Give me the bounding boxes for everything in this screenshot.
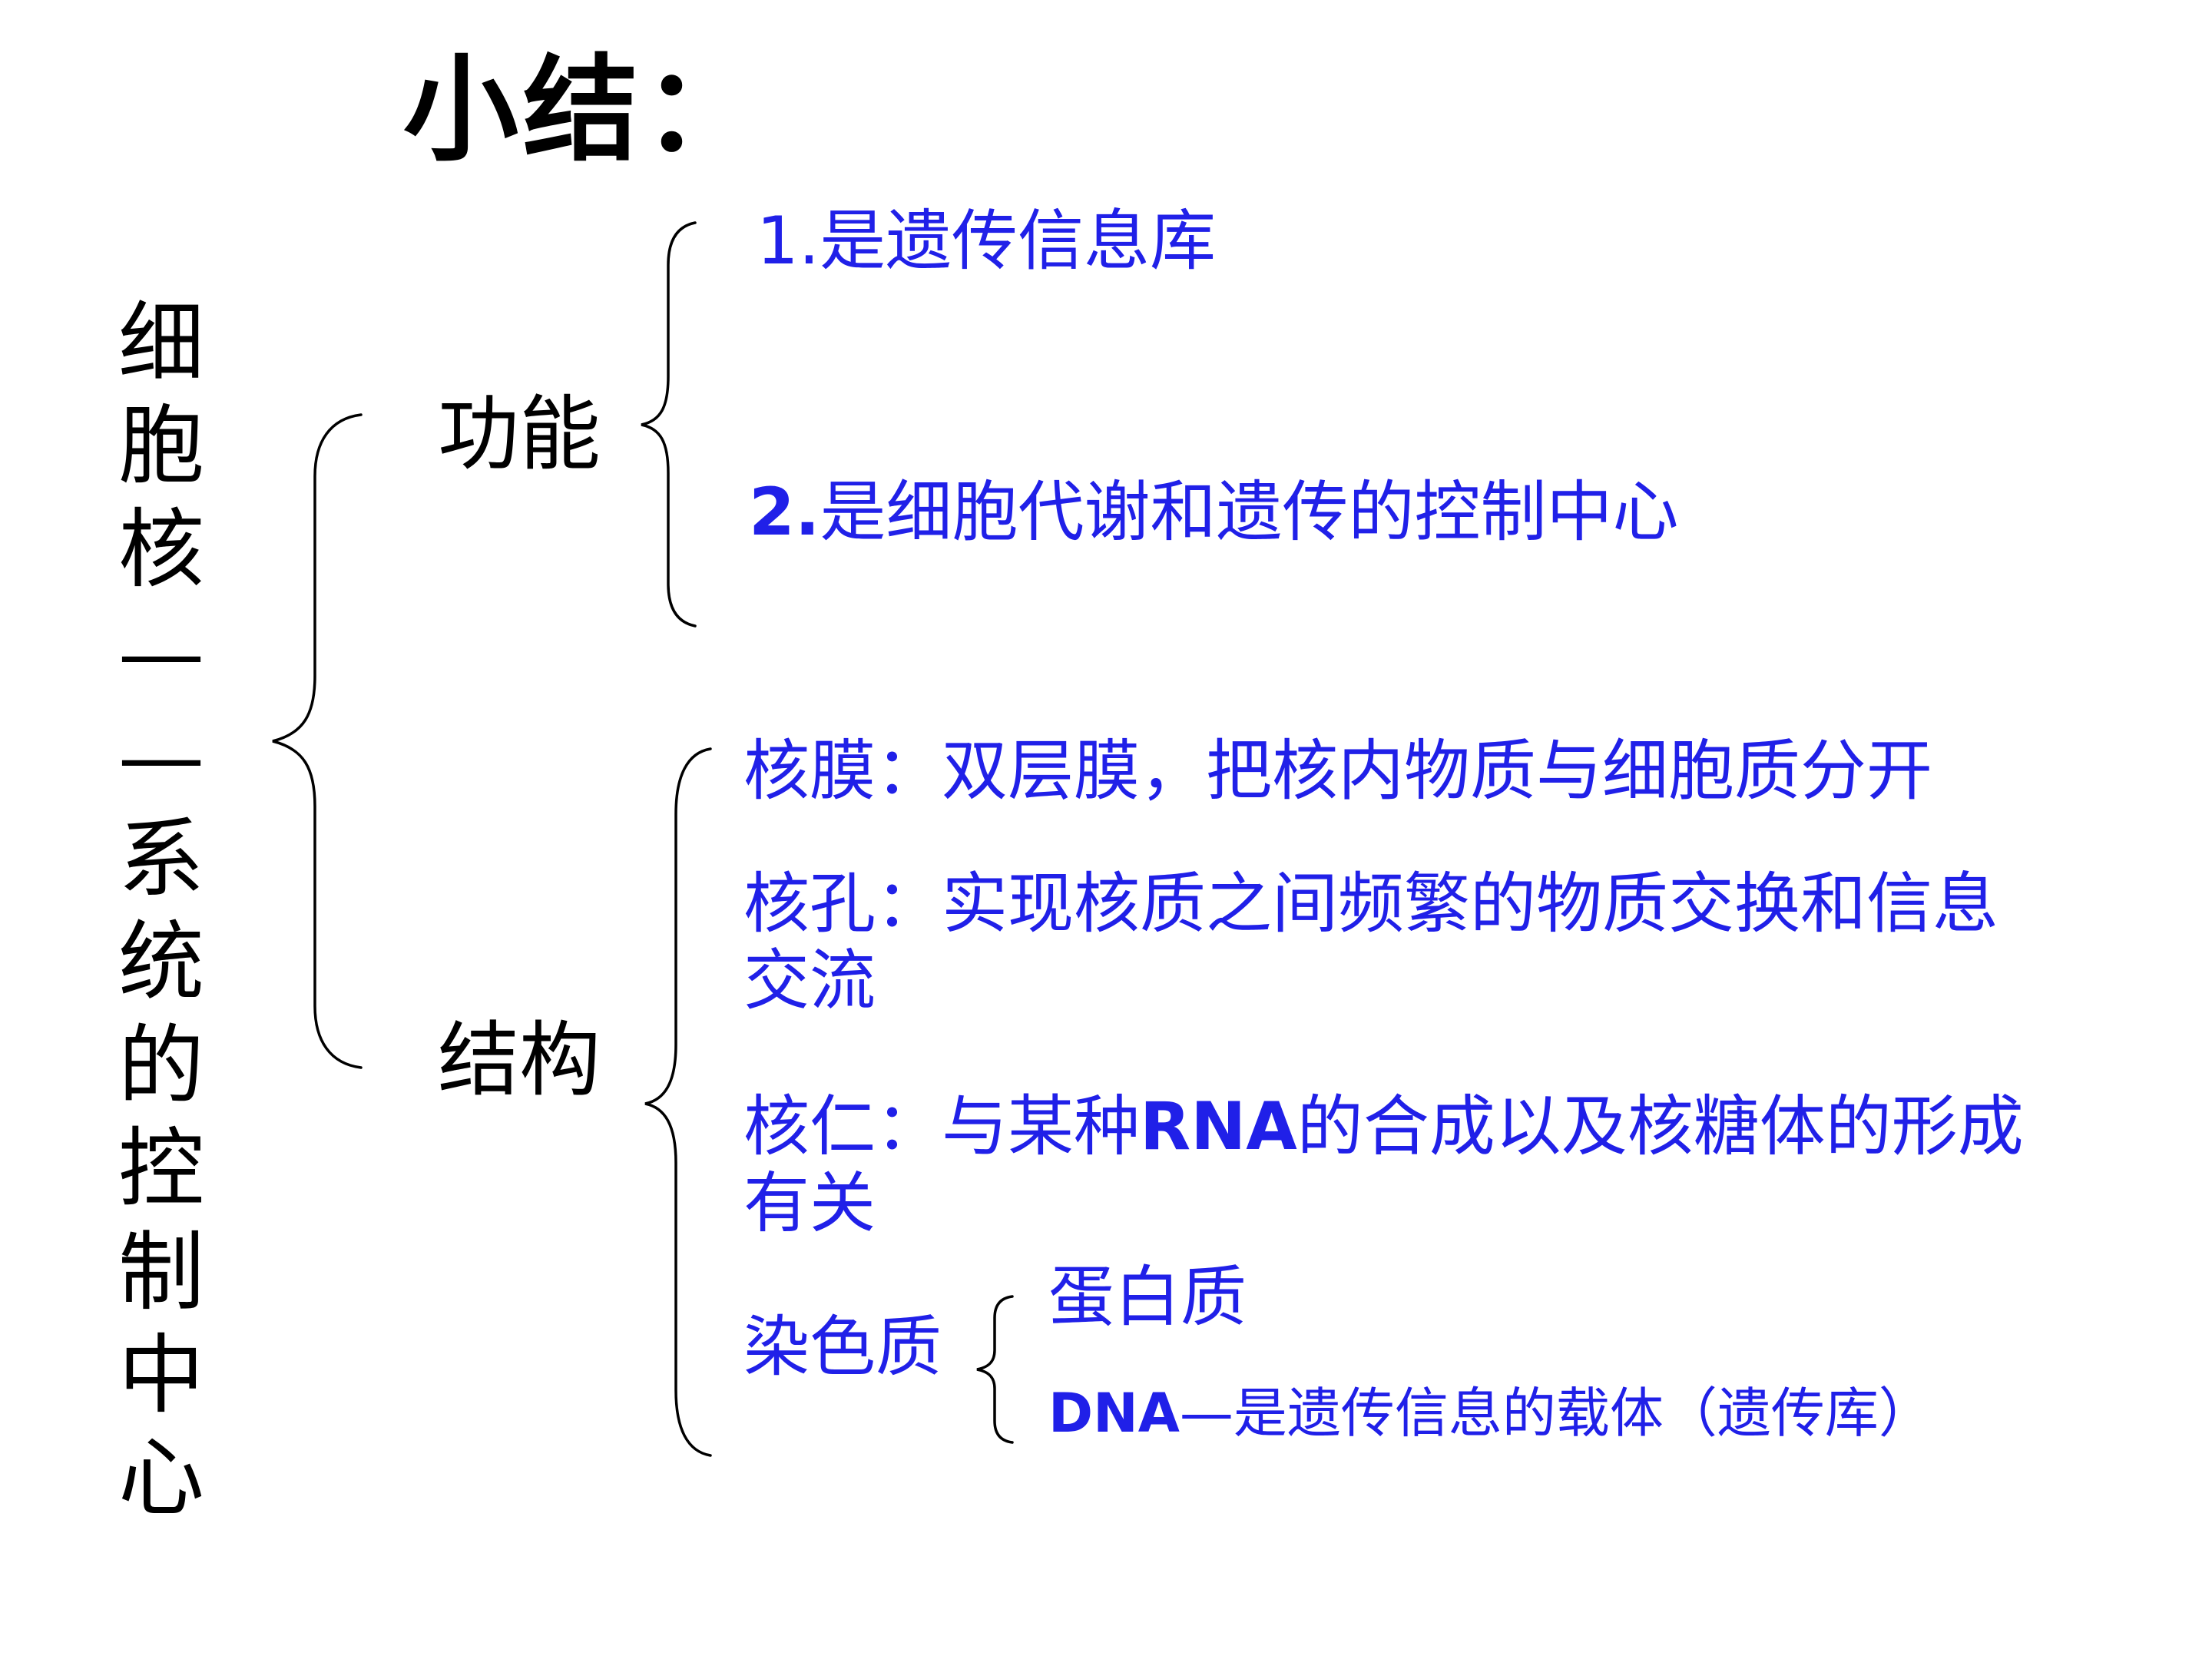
structure-chromatin: 染色质 [743, 1309, 942, 1386]
function-item-2: 2.是细胞代谢和遗传的控制中心 [749, 475, 1679, 551]
page-title: 小结： [403, 44, 763, 177]
dna-desc: —是遗传信息的载体（遗传库） [1179, 1382, 1932, 1445]
dna-abbr: DNA [1048, 1382, 1180, 1445]
nuclear-envelope-desc: 双层膜，把核内物质与细胞质分开 [942, 733, 1932, 810]
category-structure: 结构 [438, 1013, 601, 1108]
function-item-1-number: 1. [757, 203, 820, 280]
nucleolus-desc-pre: 与某种 [942, 1088, 1140, 1165]
structure-nuclear-envelope: 核膜：双层膜，把核内物质与细胞质分开 [743, 733, 1932, 810]
structure-nucleolus: 核仁：与某种RNA的合成以及核糖体的形成有关 [743, 1088, 2024, 1243]
function-item-1: 1.是遗传信息库 [757, 204, 1216, 280]
chromatin-brace [976, 1295, 1014, 1444]
nuclear-pore-desc-line1: 实现核质之间频繁的物质交换和信息 [942, 866, 1998, 942]
nuclear-pore-desc-line2: 交流 [743, 942, 876, 1019]
main-brace [272, 413, 363, 1069]
root-label: 细 胞 核 — — 系 统 的 控 制 中 心 [118, 293, 204, 1529]
nucleolus-desc-post: 的合成以及核糖体的形成 [1296, 1088, 2024, 1165]
function-brace [641, 221, 697, 628]
nucleolus-desc-line2: 有关 [743, 1164, 876, 1242]
structure-nuclear-pore: 核孔：实现核质之间频繁的物质交换和信息交流 [743, 866, 1998, 1020]
chromatin-protein: 蛋白质 [1048, 1259, 1247, 1336]
nucleolus-rna: RNA [1140, 1088, 1297, 1165]
nucleolus-term: 核仁： [743, 1088, 942, 1165]
nuclear-pore-term: 核孔： [743, 866, 942, 942]
category-function: 功能 [438, 387, 601, 482]
function-item-2-text: 是细胞代谢和遗传的控制中心 [820, 474, 1679, 551]
chromatin-dna: DNA—是遗传信息的载体（遗传库） [1048, 1382, 1932, 1445]
nuclear-envelope-term: 核膜： [743, 733, 942, 810]
structure-brace [644, 747, 712, 1457]
function-item-1-text: 是遗传信息库 [820, 203, 1217, 280]
function-item-2-number: 2. [749, 474, 820, 551]
